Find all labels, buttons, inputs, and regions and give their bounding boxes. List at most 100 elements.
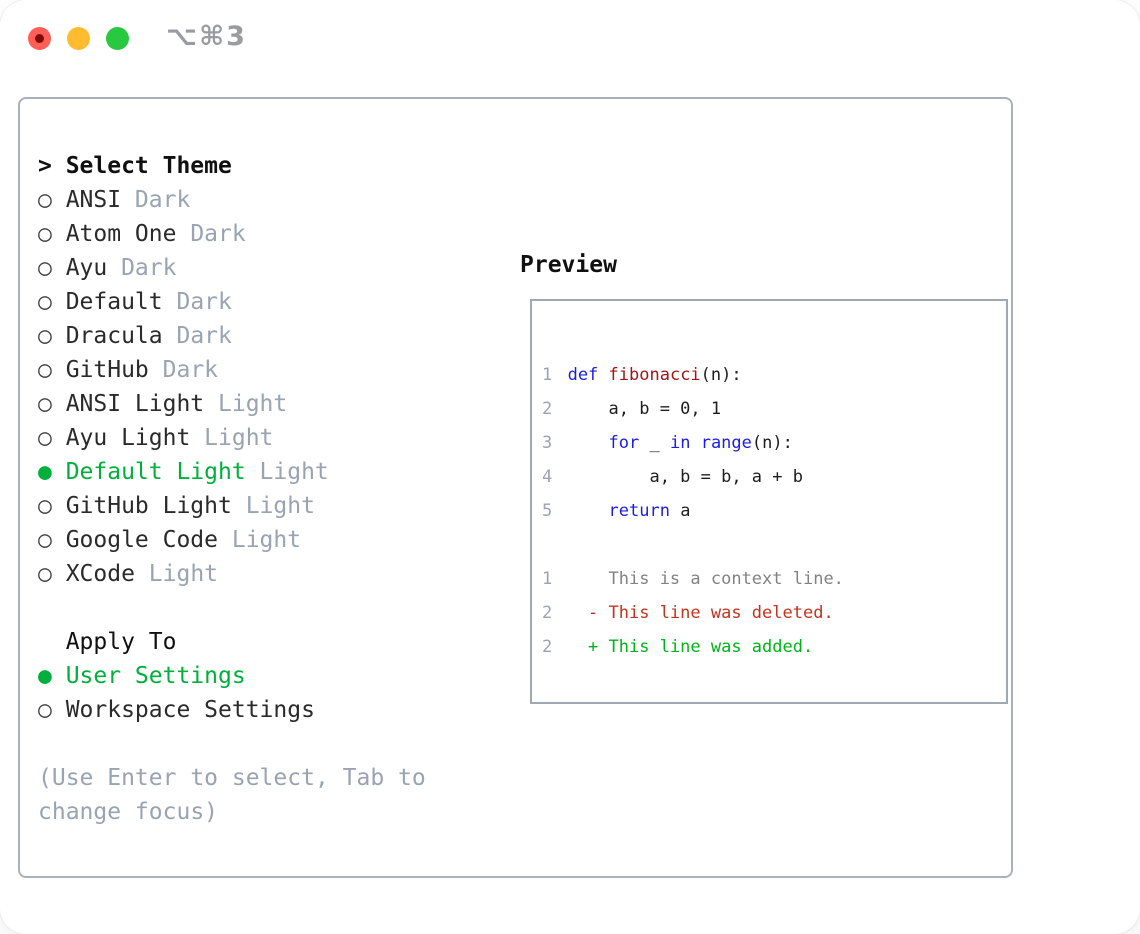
theme-variant-label: Dark xyxy=(176,289,232,315)
code-line: 1 def fibonacci(n): xyxy=(542,358,1006,392)
code-line: 4 a, b = b, a + b xyxy=(542,460,1006,494)
radio-icon: ○ xyxy=(38,187,52,213)
apply-option-label: User Settings xyxy=(65,663,246,689)
theme-option[interactable]: ○ XCode Light xyxy=(38,557,458,591)
line-number: 2 xyxy=(542,399,553,419)
radio-icon: ● xyxy=(38,663,52,689)
theme-option-label: Ayu Light xyxy=(65,425,191,451)
code-token: _ xyxy=(639,433,670,453)
window-shortcut-label: ⌥⌘3 xyxy=(166,21,247,52)
theme-option[interactable]: ○ GitHub Dark xyxy=(38,353,458,387)
code-token: fibonacci xyxy=(608,365,701,385)
apply-to-list: ● User Settings ○ Workspace Settings xyxy=(38,659,458,727)
unsaved-dot-icon xyxy=(35,34,44,43)
code-token: (n): xyxy=(700,365,742,385)
radio-icon: ● xyxy=(38,459,52,485)
radio-icon: ○ xyxy=(38,255,52,281)
theme-option-label: Google Code xyxy=(65,527,219,553)
line-number: 1 xyxy=(542,569,553,589)
apply-option-label: Workspace Settings xyxy=(65,697,315,723)
theme-option[interactable]: ○ ANSI Dark xyxy=(38,183,458,217)
theme-variant-label: Light xyxy=(148,561,219,587)
line-number: 3 xyxy=(542,433,553,453)
code-line: 3 for _ in range(n): xyxy=(542,426,1006,460)
theme-variant-label: Dark xyxy=(190,221,246,247)
theme-variant-label: Dark xyxy=(134,187,191,213)
theme-option-label: Default Light xyxy=(65,459,246,485)
line-number: 5 xyxy=(542,501,553,521)
code-line: 1 This is a context line. xyxy=(542,562,1006,596)
theme-option-label: GitHub Light xyxy=(65,493,232,519)
theme-variant-label: Dark xyxy=(162,357,219,383)
code-token: return xyxy=(608,501,670,521)
code-token: + This line was added. xyxy=(567,637,814,657)
code-token: a, b = 0, 1 xyxy=(567,399,722,419)
theme-variant-label: Dark xyxy=(121,255,177,281)
radio-icon: ○ xyxy=(38,527,52,553)
theme-option-label: XCode xyxy=(65,561,135,587)
code-line: 5 return a xyxy=(542,494,1006,528)
code-token: def xyxy=(567,365,599,385)
apply-option[interactable]: ● User Settings xyxy=(38,659,458,693)
radio-icon: ○ xyxy=(38,221,52,247)
theme-option-label: ANSI xyxy=(65,187,122,213)
theme-option[interactable]: ○ Google Code Light xyxy=(38,523,458,557)
minimize-button[interactable] xyxy=(67,27,90,50)
line-number: 4 xyxy=(542,467,553,487)
code-token xyxy=(598,365,608,385)
close-button[interactable] xyxy=(28,27,51,50)
apply-to-title: Apply To xyxy=(65,629,177,655)
theme-option[interactable]: ○ Atom One Dark xyxy=(38,217,458,251)
line-number: 1 xyxy=(542,365,553,385)
code-line xyxy=(542,528,1006,562)
titlebar: ⌥⌘3 xyxy=(0,0,1140,76)
theme-option-label: Ayu xyxy=(65,255,108,281)
theme-option-label: ANSI Light xyxy=(65,391,205,417)
code-line: 2 + This line was added. xyxy=(542,630,1006,664)
panel-header: >Select Theme xyxy=(38,149,458,183)
code-token xyxy=(690,433,700,453)
radio-icon: ○ xyxy=(38,323,52,349)
radio-icon: ○ xyxy=(38,357,52,383)
theme-option[interactable]: ○ Ayu Dark xyxy=(38,251,458,285)
radio-icon: ○ xyxy=(38,561,52,587)
help-text: (Use Enter to select, Tab to change focu… xyxy=(38,765,426,825)
code-token: This is a context line. xyxy=(567,569,844,589)
spacer xyxy=(38,591,458,625)
theme-option-label: Atom One xyxy=(65,221,177,247)
radio-icon: ○ xyxy=(38,425,52,451)
code-token xyxy=(568,433,609,453)
maximize-button[interactable] xyxy=(106,27,129,50)
apply-option[interactable]: ○ Workspace Settings xyxy=(38,693,458,727)
code-line: 2 - This line was deleted. xyxy=(542,596,1006,630)
theme-option[interactable]: ○ GitHub Light Light xyxy=(38,489,458,523)
code-token: - This line was deleted. xyxy=(567,603,834,623)
radio-icon: ○ xyxy=(38,697,52,723)
line-number: 2 xyxy=(542,603,553,623)
code-token: (n): xyxy=(751,433,793,453)
radio-icon: ○ xyxy=(38,289,52,315)
radio-icon: ○ xyxy=(38,493,52,519)
code-token: in xyxy=(669,433,691,453)
line-number: 2 xyxy=(542,637,553,657)
theme-option[interactable]: ○ Default Dark xyxy=(38,285,458,319)
theme-variant-label: Light xyxy=(231,527,302,553)
focus-prompt-icon: > xyxy=(38,153,52,179)
theme-variant-label: Light xyxy=(245,493,315,519)
theme-option-label: Default xyxy=(65,289,163,315)
theme-variant-label: Light xyxy=(218,391,288,417)
code-token: range xyxy=(700,433,752,453)
code-token xyxy=(568,501,609,521)
theme-option-label: Dracula xyxy=(65,323,163,349)
theme-option-label: GitHub xyxy=(65,357,149,383)
